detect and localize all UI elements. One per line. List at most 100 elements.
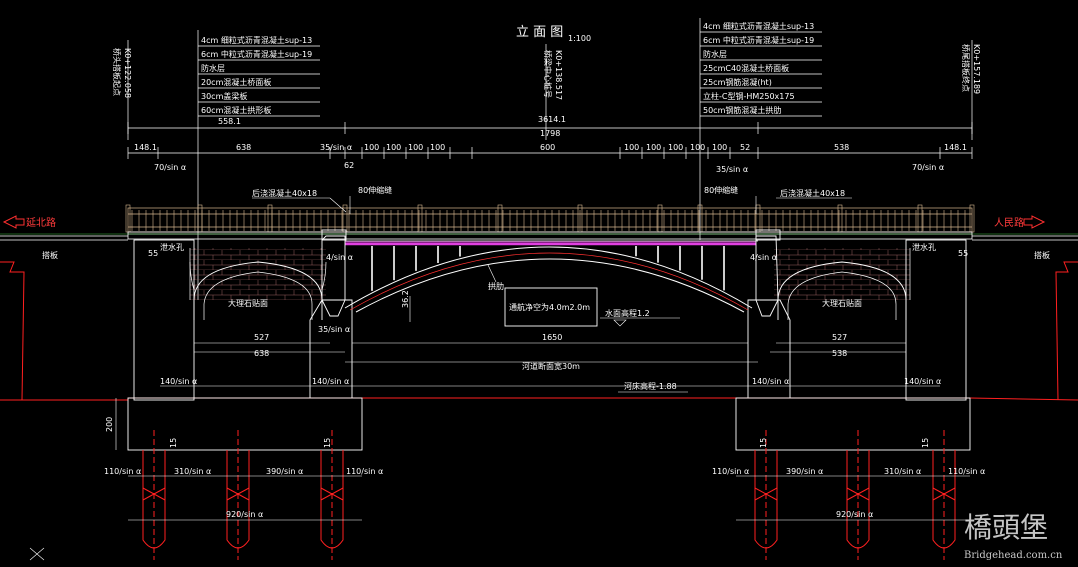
dim-638-left: 638 (254, 349, 269, 358)
pile-dim-110-l: 110/sin α (104, 467, 141, 476)
clearance-label: 通航净空为4.0m2.0m (509, 302, 590, 312)
drawing-title: 立 面 图 (516, 25, 563, 40)
right-pile-cap (735, 397, 971, 451)
dim-140-a: 140/sin α (160, 377, 197, 386)
dim-100-b: 100 (386, 143, 401, 152)
station-left-label: 桥头搭板起点 (112, 48, 122, 96)
river-width-label: 河道断面宽30m (522, 361, 580, 371)
dim-1650: 1650 (542, 333, 562, 342)
dim-100-h: 100 (690, 143, 705, 152)
layer-right-3: 防水层 (703, 49, 727, 59)
dim-55-right: 55 (958, 249, 968, 258)
main-arch (344, 246, 753, 313)
dim-62: 62 (344, 161, 354, 170)
approach-slab-right: 搭板 (1034, 250, 1050, 260)
layer-left-1: 4cm 细粒式沥青混凝土sup-13 (201, 35, 312, 45)
dim-1798: 1798 (540, 129, 560, 138)
arch-struts (371, 246, 725, 291)
rail-label-right: 后浇混凝土40x18 (780, 188, 845, 198)
cap-height-label: 200 (105, 417, 114, 432)
slope-label-left: 4/sin α (326, 253, 353, 262)
dim-100-g: 100 (668, 143, 683, 152)
dim-527-right: 527 (832, 333, 847, 342)
joint-label-right: 80伸缩缝 (704, 185, 738, 195)
dim-527-left: 527 (254, 333, 269, 342)
dim-35sin-lower: 35/sin α (318, 325, 350, 334)
pile-dim-110-r: 110/sin α (712, 467, 749, 476)
rail-label-left: 后浇混凝土40x18 (252, 188, 317, 198)
direction-right-label: 人民路 (994, 216, 1024, 229)
pile-dim-920-r: 920/sin α (836, 510, 873, 519)
dim-638: 638 (236, 143, 251, 152)
right-abutment (774, 239, 967, 401)
watermark-logo: 橋頭堡 (964, 511, 1048, 544)
watermark-url: Bridgehead.com.cn (964, 550, 1063, 561)
left-pile-cap (127, 397, 363, 451)
dim-600: 600 (540, 143, 555, 152)
direction-left-label: 延北路 (26, 216, 56, 229)
pile-dim-15-a: 15 (169, 438, 178, 448)
deck (127, 231, 973, 242)
layer-left-5: 30cm盖梁板 (201, 91, 247, 101)
dimension-row-1 (127, 122, 973, 134)
dim-558: 558.1 (218, 117, 241, 126)
pile-dim-110-l2: 110/sin α (346, 467, 383, 476)
approach-red-right (1055, 261, 1078, 401)
dim-100-c: 100 (408, 143, 423, 152)
pile-dim-310-l: 310/sin α (174, 467, 211, 476)
layer-right-2: 6cm 中粒式沥青混凝土sup-19 (703, 35, 814, 45)
station-center-value: K0+138.517 (554, 50, 563, 100)
marble-label-left: 大理石贴面 (228, 298, 268, 308)
right-pier (747, 229, 791, 399)
dim-70sin-left: 70/sin α (154, 163, 186, 172)
station-right-value: K0+157.189 (972, 44, 981, 94)
dimension-row-2 (127, 147, 973, 159)
dim-100-e: 100 (624, 143, 639, 152)
approach-red-left (0, 261, 25, 401)
layer-right-4: 25cmC40混凝土桥面板 (703, 63, 789, 73)
piles (142, 430, 956, 560)
station-center: K0+138.517 桥梁中心桩号 (543, 44, 563, 140)
dim-100-d: 100 (430, 143, 445, 152)
dim-100-f: 100 (646, 143, 661, 152)
riverbed-label: 河床高程-1.88 (624, 381, 677, 391)
water-level-label: 水面高程1.2 (605, 308, 650, 318)
arch-red-ribs (349, 252, 749, 311)
dim-148-left: 148.1 (134, 143, 157, 152)
pile-dim-920-l: 920/sin α (226, 510, 263, 519)
slope-label-right: 4/sin α (750, 253, 777, 262)
layer-left-2: 6cm 中粒式沥青混凝土sup-19 (201, 49, 312, 59)
dim-538: 538 (834, 143, 849, 152)
drain-label-right: 泄水孔 (912, 242, 936, 252)
layer-right-6: 立柱-C型钢-HM250x175 (703, 91, 795, 101)
layer-callout-right (699, 18, 822, 240)
dim-140-b: 140/sin α (312, 377, 349, 386)
pile-dim-390-r: 390/sin α (786, 467, 823, 476)
layer-right-1: 4cm 细粒式沥青混凝土sup-13 (703, 21, 814, 31)
arch-label: 拱肋 (488, 281, 504, 291)
marble-label-right: 大理石贴面 (822, 298, 862, 308)
joint-label-left: 80伸缩缝 (358, 185, 392, 195)
pile-dim-lines (128, 475, 970, 521)
dim-538-right: 538 (832, 349, 847, 358)
dim-55-left: 55 (148, 249, 158, 258)
dim-52: 52 (740, 143, 750, 152)
layer-left-4: 20cm混凝土桥面板 (201, 77, 271, 87)
station-left-value: K0+122.058 (123, 48, 132, 98)
ucs-icon (29, 547, 45, 561)
layer-callout-left (197, 30, 320, 300)
pile-dim-15-c: 15 (759, 438, 768, 448)
dim-35sin: 35/sin α (320, 143, 352, 152)
pile-dim-310-r: 310/sin α (884, 467, 921, 476)
pile-dim-15-d: 15 (921, 438, 930, 448)
left-abutment (133, 239, 327, 401)
pile-dim-390-l: 390/sin α (266, 467, 303, 476)
layer-right-7: 50cm钢筋混凝土拱肋 (703, 105, 781, 115)
lower-dimensions (160, 342, 940, 387)
pile-dim-110-r2: 110/sin α (948, 467, 985, 476)
railing-posts (125, 204, 975, 233)
dim-140-d: 140/sin α (904, 377, 941, 386)
rise-label: 36.2 (401, 290, 410, 308)
pile-dim-15-b: 15 (323, 438, 332, 448)
